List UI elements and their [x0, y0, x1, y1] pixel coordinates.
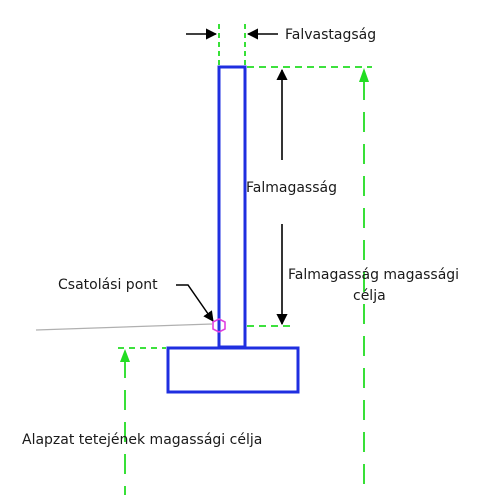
attachment-point-marker [212, 318, 226, 333]
label-wall-height-target-2: célja [353, 288, 386, 304]
label-footing-top-target: Alapzat tetejének magassági célja [22, 432, 262, 448]
ground-line [35, 323, 213, 331]
label-wall-height: Falmagasság [246, 180, 337, 196]
wall-height-target-arrow [359, 68, 369, 82]
footing [166, 346, 300, 394]
dimension-guides [118, 24, 372, 495]
footing-top-target-arrow [120, 349, 130, 362]
label-wall-thickness: Falvastagság [285, 27, 376, 43]
label-wall-height-target-1: Falmagasság magassági [288, 267, 459, 283]
wall-stem [217, 65, 247, 349]
label-attachment-point: Csatolási pont [58, 277, 158, 293]
attachment-leader [176, 284, 214, 322]
